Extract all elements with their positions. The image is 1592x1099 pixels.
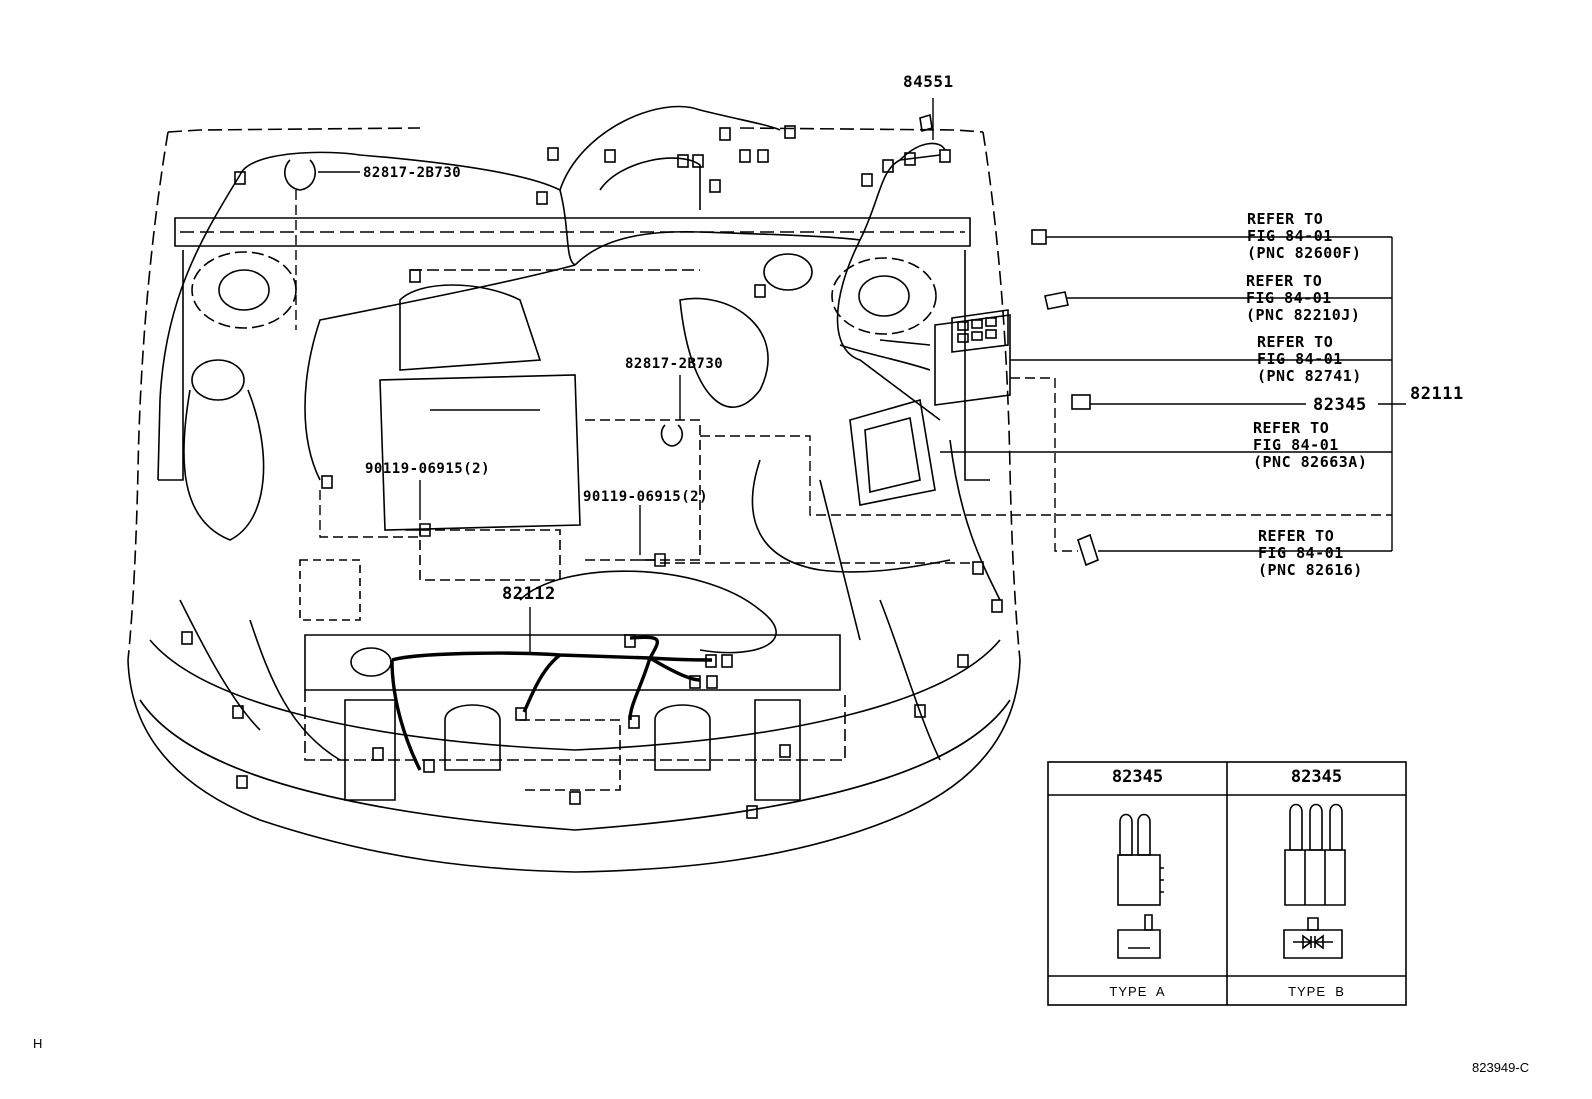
connector-blobs [181,125,1003,819]
cross-member [304,634,846,801]
inset-left-part: 82345 [1111,767,1164,787]
bolts [405,523,666,567]
refer-line2: FIG 84-01 [1247,227,1333,245]
refer-line1: REFER TO [1257,333,1334,351]
refer-82210j: REFER TO FIG 84-01 (PNC 82210J) [1246,273,1360,324]
harness-82112 [390,635,713,771]
right-harness [179,339,1001,761]
label-82111: 82111 [1410,384,1464,404]
inset-box [1047,761,1407,1006]
refer-line3: (PNC 82616) [1258,561,1363,579]
refer-line2: FIG 84-01 [1253,436,1339,454]
car-body-outline [127,127,1021,873]
refer-line3: (PNC 82210J) [1246,306,1361,324]
refer-82663a: REFER TO FIG 84-01 (PNC 82663A) [1253,420,1367,471]
inset-type-a: TYPE A [1109,984,1166,999]
refer-line2: FIG 84-01 [1258,544,1344,562]
refer-line1: REFER TO [1247,210,1324,228]
label-82817-top: 82817-2B730 [363,165,462,181]
upper-harness [157,105,946,481]
corner-mark: H [33,1036,43,1051]
label-90119-right: 90119-06915(2) [583,489,709,505]
relay-icons [284,113,1099,567]
upper-panel [158,217,990,481]
refer-line2: FIG 84-01 [1257,350,1343,368]
label-82345: 82345 [1313,395,1367,415]
label-84551: 84551 [903,72,954,91]
strut-towers [191,251,937,335]
refer-line3: (PNC 82741) [1257,367,1362,385]
label-82112: 82112 [502,584,556,604]
label-90119-left: 90119-06915(2) [365,461,491,477]
figure-code: 823949-C [1472,1060,1530,1075]
fuse-box [849,309,1011,506]
refer-line1: REFER TO [1258,527,1335,545]
inset-right-part: 82345 [1290,767,1343,787]
reservoir [183,359,265,541]
inset-type-b: TYPE B [1288,984,1345,999]
refer-line2: FIG 84-01 [1246,289,1332,307]
refer-82741: REFER TO FIG 84-01 (PNC 82741) [1257,334,1362,385]
leader-lines [295,98,1406,655]
refer-82600f: REFER TO FIG 84-01 (PNC 82600F) [1247,211,1361,262]
refer-line1: REFER TO [1253,419,1330,437]
refer-82616: REFER TO FIG 84-01 (PNC 82616) [1258,528,1363,579]
refer-line3: (PNC 82600F) [1247,244,1362,262]
refer-line3: (PNC 82663A) [1253,453,1368,471]
label-82817-mid: 82817-2B730 [625,356,724,372]
refer-line1: REFER TO [1246,272,1323,290]
engine-block [299,284,777,654]
